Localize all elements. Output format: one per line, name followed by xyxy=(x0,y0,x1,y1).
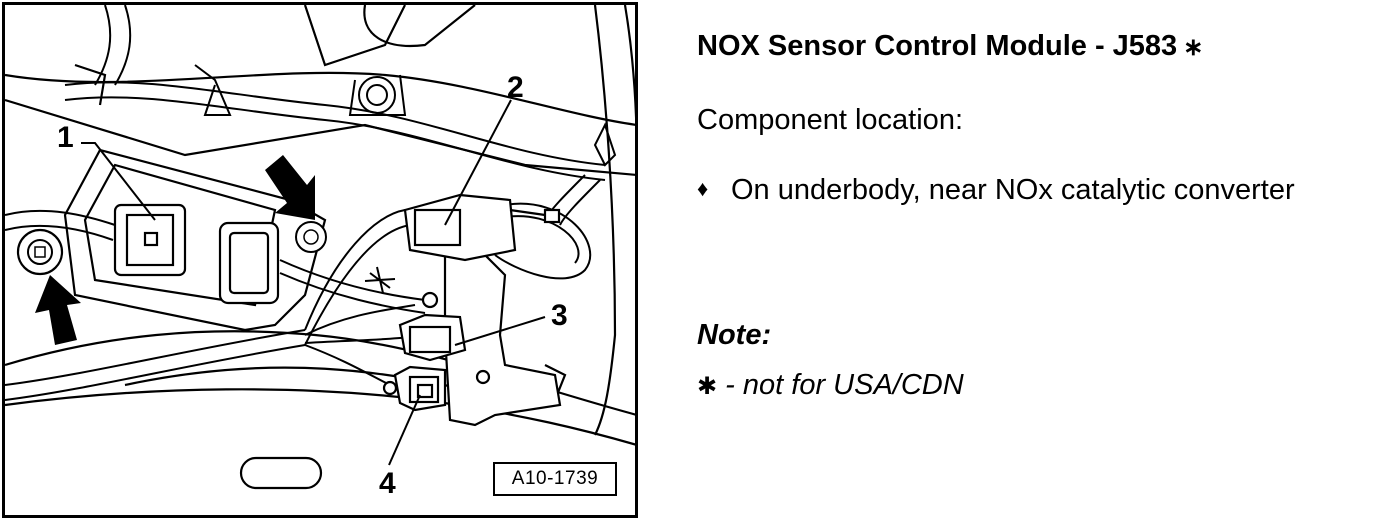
callout-3: 3 xyxy=(551,299,568,332)
harness-lines xyxy=(64,5,617,226)
title-text: NOX Sensor Control Module - J583 xyxy=(697,30,1178,62)
location-item-text: On underbody, near NOx catalytic convert… xyxy=(731,174,1295,206)
arrow-icon xyxy=(35,275,81,345)
diamond-bullet-icon: ♦ xyxy=(697,176,709,201)
star-mark-icon: ✱ xyxy=(697,373,718,400)
connector-icon-3 xyxy=(398,291,467,362)
note-list-item: ✱ - not for USA/CDN xyxy=(697,369,964,402)
control-module xyxy=(63,148,327,332)
arrow-icon xyxy=(265,155,315,220)
connector-bracket xyxy=(443,243,562,427)
callout-1: 1 xyxy=(57,121,74,154)
note-text: - not for USA/CDN xyxy=(725,369,964,401)
bolt-icon-small xyxy=(364,266,396,294)
figure-id-label: A10-1739 xyxy=(493,462,617,496)
bolt-icon-top xyxy=(348,74,407,116)
description-panel: NOX Sensor Control Module - J583∗ Compon… xyxy=(697,0,1367,526)
underbody-drawing xyxy=(5,5,635,490)
location-list-item: ♦ On underbody, near NOx catalytic conver… xyxy=(697,174,1295,207)
component-illustration: 1 2 3 4 A10-1739 xyxy=(2,2,638,518)
asterisk-mark-icon: ∗ xyxy=(1183,34,1204,61)
callout-leaders xyxy=(81,99,546,466)
component-location-label: Component location: xyxy=(697,104,963,136)
callout-4: 4 xyxy=(379,467,396,500)
connector-icon-4 xyxy=(382,365,447,412)
page-title: NOX Sensor Control Module - J583∗ xyxy=(697,30,1203,63)
bolt-icon-left xyxy=(16,228,64,276)
bolt-icon-right xyxy=(295,221,327,253)
callout-2: 2 xyxy=(507,71,524,104)
note-heading: Note: xyxy=(697,319,772,351)
